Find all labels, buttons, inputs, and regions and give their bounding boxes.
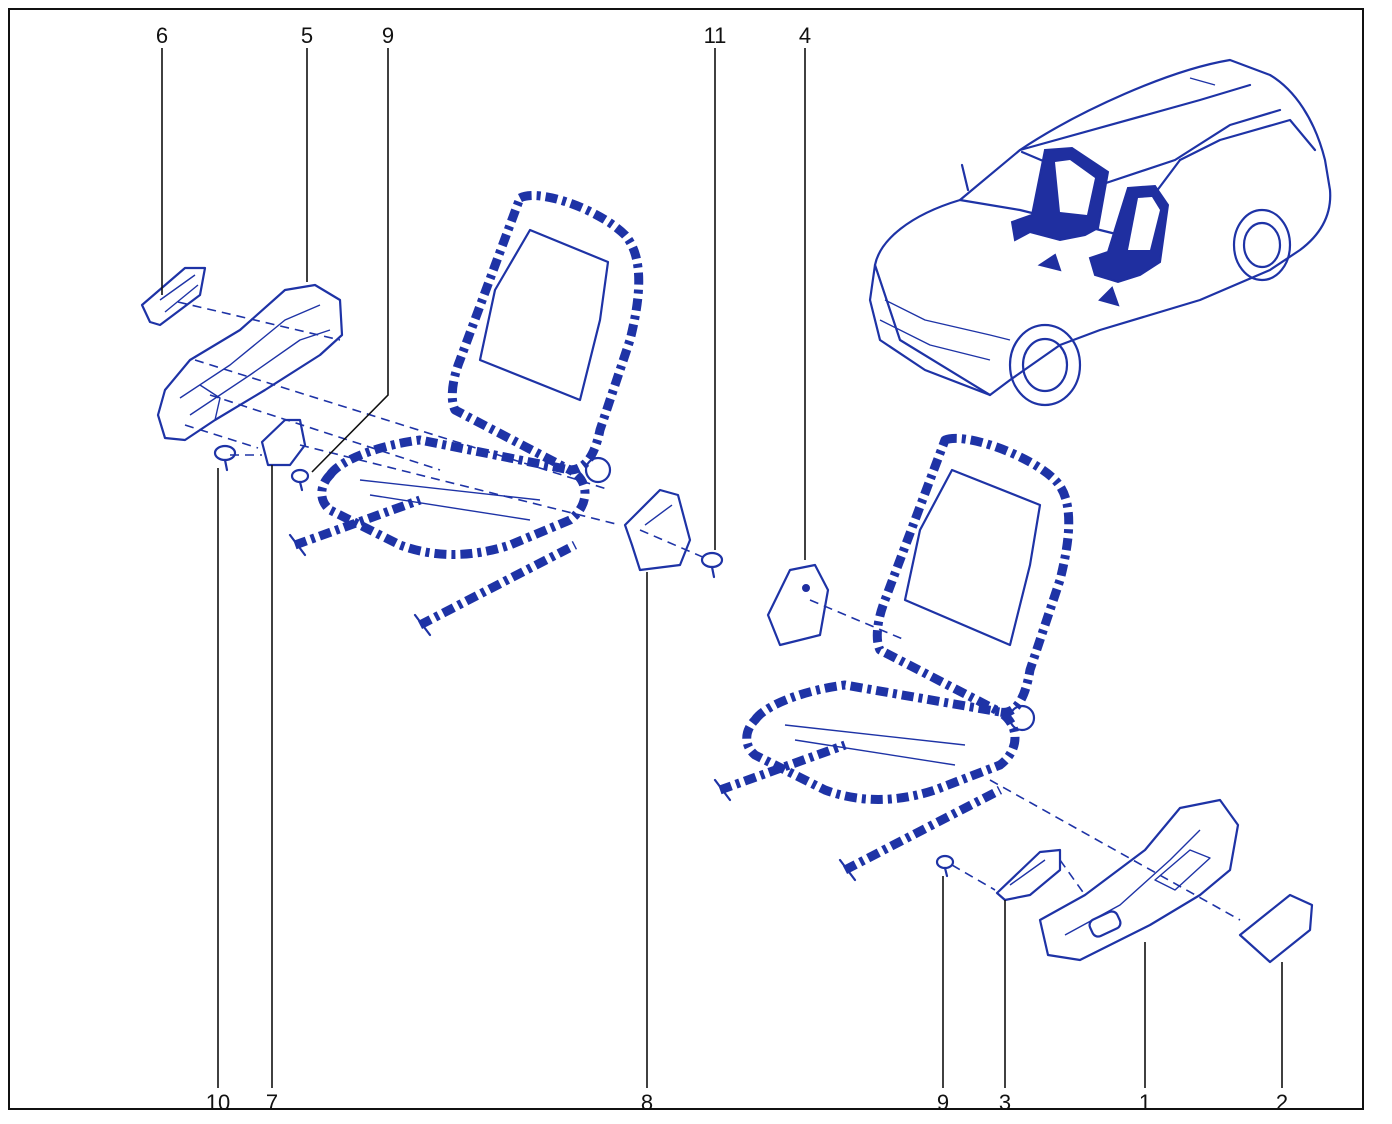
part-3-clip	[995, 848, 1062, 902]
callout-8: 8	[640, 1090, 654, 1115]
callout-10: 10	[205, 1090, 231, 1115]
part-9-screw-left	[290, 468, 310, 492]
diagram-frame	[8, 8, 1364, 1110]
callout-1: 1	[1138, 1090, 1152, 1115]
callout-7: 7	[265, 1090, 279, 1115]
part-2-trim	[1238, 893, 1314, 964]
callout-9-top: 9	[381, 23, 395, 48]
assembly-lines-right	[809, 599, 1241, 921]
callout-11: 11	[703, 23, 727, 48]
callout-9-bottom: 9	[936, 1090, 950, 1115]
vehicle-illustration	[868, 58, 1332, 407]
part-1-side-shield	[1038, 798, 1240, 962]
part-4-cover	[766, 563, 830, 647]
right-seat-frame	[713, 433, 1074, 882]
highlighted-front-seats	[1010, 146, 1170, 307]
callout-4: 4	[798, 23, 812, 48]
assembly-lines-left	[177, 301, 706, 559]
part-10-screw	[213, 444, 237, 472]
part-9-screw-right	[935, 854, 955, 878]
leader-lines	[161, 48, 1283, 1088]
callout-6: 6	[155, 23, 169, 48]
part-11-screw	[700, 551, 724, 579]
part-8-cover	[623, 488, 692, 572]
callout-5: 5	[300, 23, 314, 48]
left-seat-frame	[288, 191, 644, 637]
callout-3: 3	[998, 1090, 1012, 1115]
callout-2: 2	[1275, 1090, 1289, 1115]
part-5-side-shield	[156, 283, 344, 442]
part-7-clip	[260, 418, 307, 467]
part-6-trim	[140, 266, 207, 327]
